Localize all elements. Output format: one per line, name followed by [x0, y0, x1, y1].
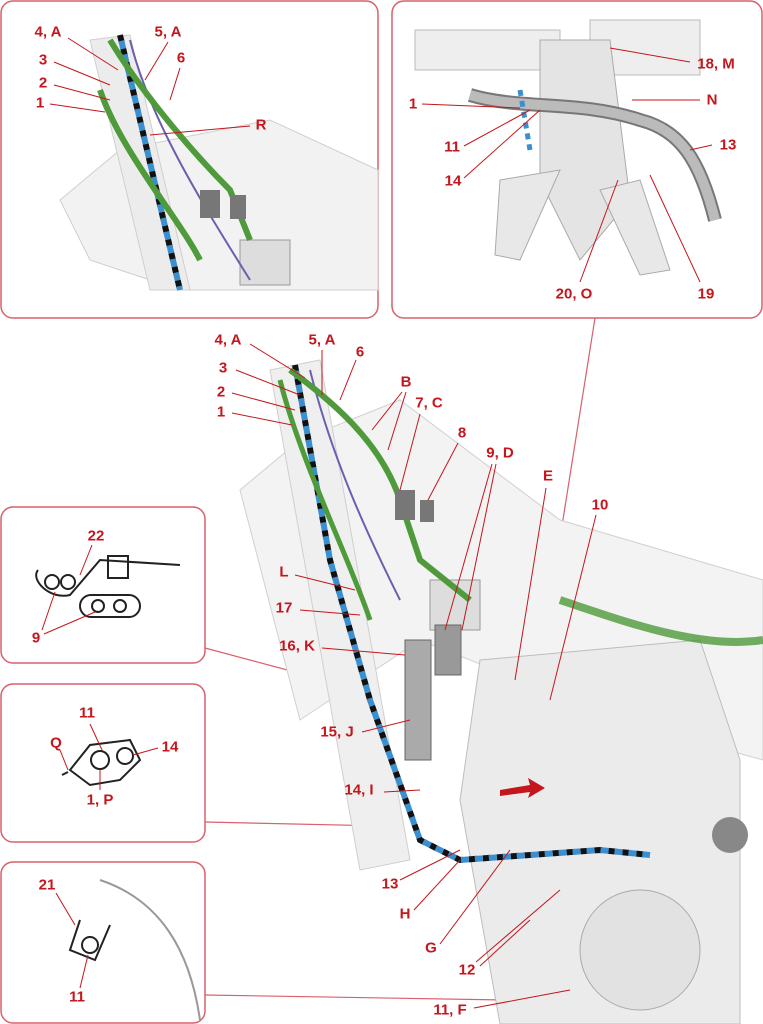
top-right-frame-drawing: [414, 19, 722, 276]
callout-label: 6: [176, 49, 186, 67]
callout-label: 8: [457, 424, 467, 442]
callout-label: 18, M: [697, 55, 735, 73]
top-left-leaders: [49, 37, 251, 136]
top-right-leaders: [421, 47, 713, 283]
callout-label: 6: [355, 343, 365, 361]
callout-label: 1: [408, 95, 418, 113]
callout-label: 2: [216, 383, 226, 401]
callout-label: 13: [381, 875, 399, 893]
callout-label: R: [255, 116, 267, 134]
callout-label: 17: [275, 599, 293, 617]
callout-label: 14: [444, 172, 462, 190]
callout-label: 4, A: [214, 331, 242, 349]
callout-label: 9, D: [486, 444, 514, 462]
callout-label: 11: [69, 988, 85, 1006]
inset-frame-clip: [0, 861, 206, 1024]
inset-holder-leaders: [59, 723, 159, 790]
top-left-frame-drawing: [59, 34, 379, 291]
inset-clamp-leaders: [41, 544, 96, 635]
callout-label: 11: [444, 138, 460, 156]
inset-holder-drawing: [61, 738, 142, 787]
callout-label: 12: [458, 961, 476, 979]
callout-label: L: [279, 563, 289, 581]
inset-clip-leaders: [55, 892, 89, 989]
callout-label: 19: [697, 285, 715, 303]
callout-label: N: [706, 91, 718, 109]
callout-label: H: [399, 905, 411, 923]
callout-label: 5, A: [154, 23, 182, 41]
callout-label: 14, I: [344, 781, 374, 799]
inset-frame-clamp: [0, 506, 206, 664]
callout-label: 20, O: [555, 285, 593, 303]
callout-label: 15, J: [320, 723, 354, 741]
callout-label: 21: [38, 876, 56, 894]
callout-label: 1, P: [86, 791, 114, 809]
callout-label: 2: [38, 74, 48, 92]
callout-label: 16, K: [279, 637, 315, 655]
callout-label: 11: [79, 704, 95, 722]
inset-frame-holder: [0, 683, 206, 843]
inset-clip-drawing: [68, 879, 201, 1021]
direction-arrow: [500, 778, 545, 798]
detail-frame-top-right: [391, 0, 763, 319]
inset-clamp-drawing: [35, 555, 181, 618]
callout-label: 9: [31, 629, 41, 647]
callout-label: 22: [87, 527, 105, 545]
callout-label: 1: [216, 403, 226, 421]
callout-label: 4, A: [34, 23, 62, 41]
callout-label: 13: [719, 136, 737, 154]
callout-label: G: [425, 939, 437, 957]
detail-frame-top-left: [0, 0, 379, 319]
callout-label: 7, C: [415, 394, 443, 412]
callout-label: 5, A: [308, 331, 336, 349]
callout-label: 3: [38, 51, 48, 69]
callout-label: B: [400, 373, 412, 391]
callout-label: 1: [35, 94, 45, 112]
callout-label: 11, F: [433, 1001, 467, 1019]
main-frame-drawing: [239, 359, 763, 1024]
callout-label: E: [542, 467, 554, 485]
callout-label: Q: [50, 734, 62, 752]
callout-label: 10: [591, 496, 609, 514]
callout-label: 3: [218, 359, 228, 377]
callout-label: 14: [161, 738, 179, 756]
main-leaders: [231, 343, 597, 1009]
